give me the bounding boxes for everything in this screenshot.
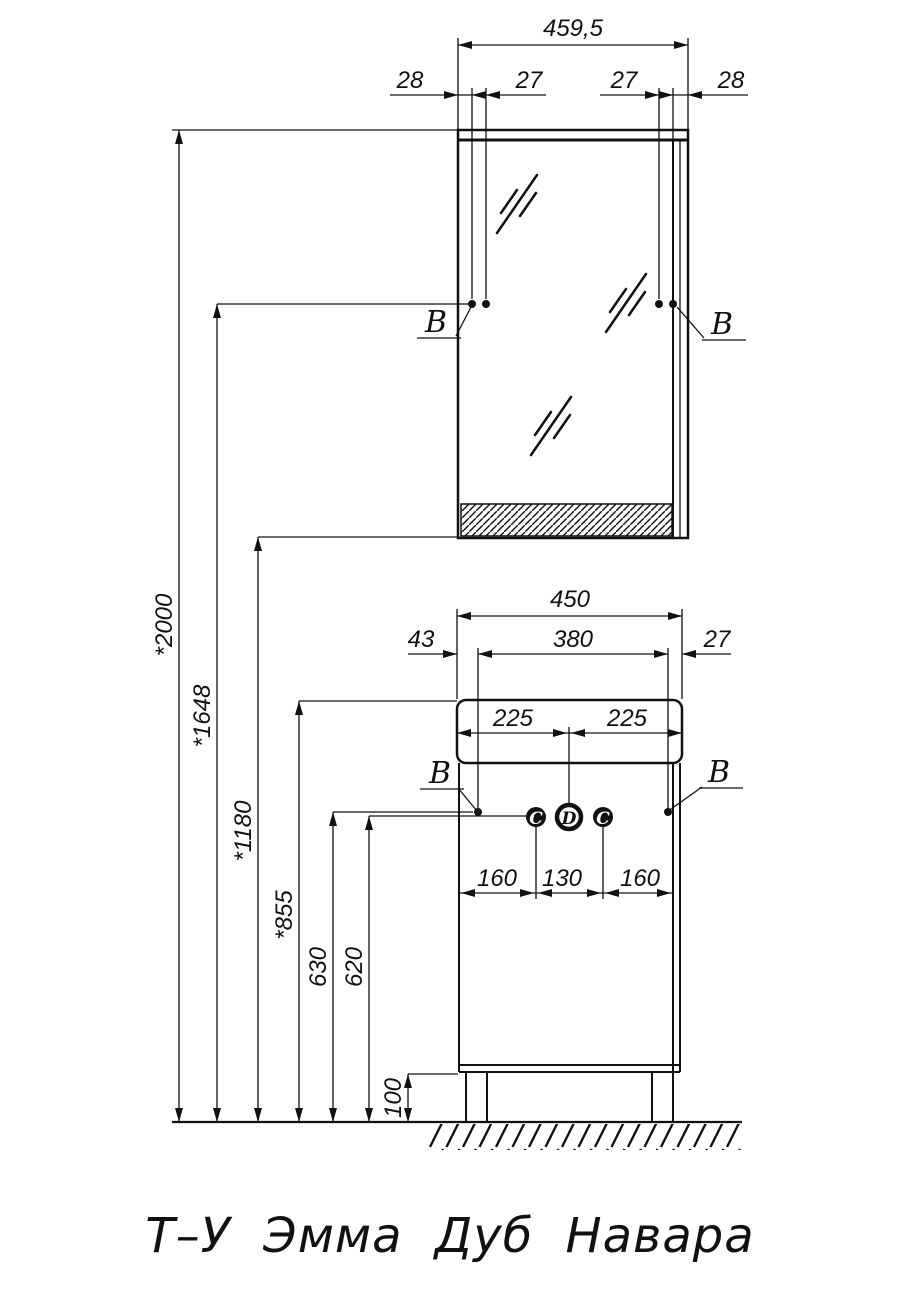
drawing-title: Т–У Эмма Дуб Навара <box>145 1208 754 1264</box>
height-dimensions: *2000 *1648 *1180 *855 630 620 100 <box>151 129 742 1150</box>
dim-total-height: *2000 <box>151 593 178 656</box>
dim-hole-c-height: 620 <box>341 946 368 987</box>
dim-span-right: 160 <box>620 865 661 892</box>
dim-mirror-bottom-height: *1180 <box>230 800 257 862</box>
dim-span-mid: 130 <box>542 865 583 892</box>
mirror-cabinet-outline <box>456 128 690 540</box>
dim-basin-top-height: *855 <box>271 890 298 940</box>
base-cabinet <box>455 698 684 1123</box>
dim-basin-width: 450 <box>550 586 591 613</box>
ground-hatch <box>427 1124 741 1150</box>
dim-edge-offset-left: 28 <box>396 67 424 94</box>
mounting-dot <box>669 300 677 308</box>
dim-mirror-holes-height: *1648 <box>189 684 216 747</box>
mounting-dot <box>655 300 663 308</box>
marker-c-right-circle <box>593 807 613 827</box>
marker-c-left-circle <box>526 807 546 827</box>
leg-left <box>465 1071 488 1123</box>
marker-c-left: C <box>529 809 543 829</box>
mirror-cabinet-shelf-hatch <box>460 503 673 537</box>
dim-holes-span: 380 <box>553 626 594 653</box>
mirror-mounting-holes <box>468 300 677 308</box>
dim-overall-width: 459,5 <box>543 15 604 42</box>
dim-edge-offset-right: 28 <box>717 67 745 94</box>
mounting-dot <box>482 300 490 308</box>
dim-span-left: 160 <box>477 865 518 892</box>
dim-basin-half-left: 225 <box>492 705 534 732</box>
marker-b-base-right: B <box>707 755 730 790</box>
mirror-markers: B B <box>417 305 746 342</box>
marker-b-mirror-right: B <box>710 307 733 342</box>
top-dimensions: 459,5 28 27 27 28 <box>390 15 748 299</box>
marker-d-circle <box>554 802 584 832</box>
base-markers: B B C D C <box>420 755 743 832</box>
dim-hole-b-height: 630 <box>305 946 332 987</box>
dim-hole-offset-right: 27 <box>610 67 639 94</box>
glass-reflection-marks <box>495 173 648 457</box>
dim-offset-left: 43 <box>408 626 435 653</box>
marker-b-mirror-left: B <box>424 305 447 340</box>
dim-basin-half-right: 225 <box>606 705 648 732</box>
mounting-dot <box>468 300 476 308</box>
marker-b-base-left: B <box>428 756 451 791</box>
marker-d: D <box>561 809 577 829</box>
base-dimensions: 450 43 380 27 225 225 160 130 160 <box>408 586 732 899</box>
mounting-dot <box>664 808 672 816</box>
leg-right <box>651 1071 674 1123</box>
dim-hole-offset-left: 27 <box>515 67 544 94</box>
dim-leg-height: 100 <box>380 1077 407 1118</box>
mirror-cabinet <box>456 128 690 540</box>
marker-c-right: C <box>596 809 610 829</box>
dim-offset-right: 27 <box>703 626 732 653</box>
